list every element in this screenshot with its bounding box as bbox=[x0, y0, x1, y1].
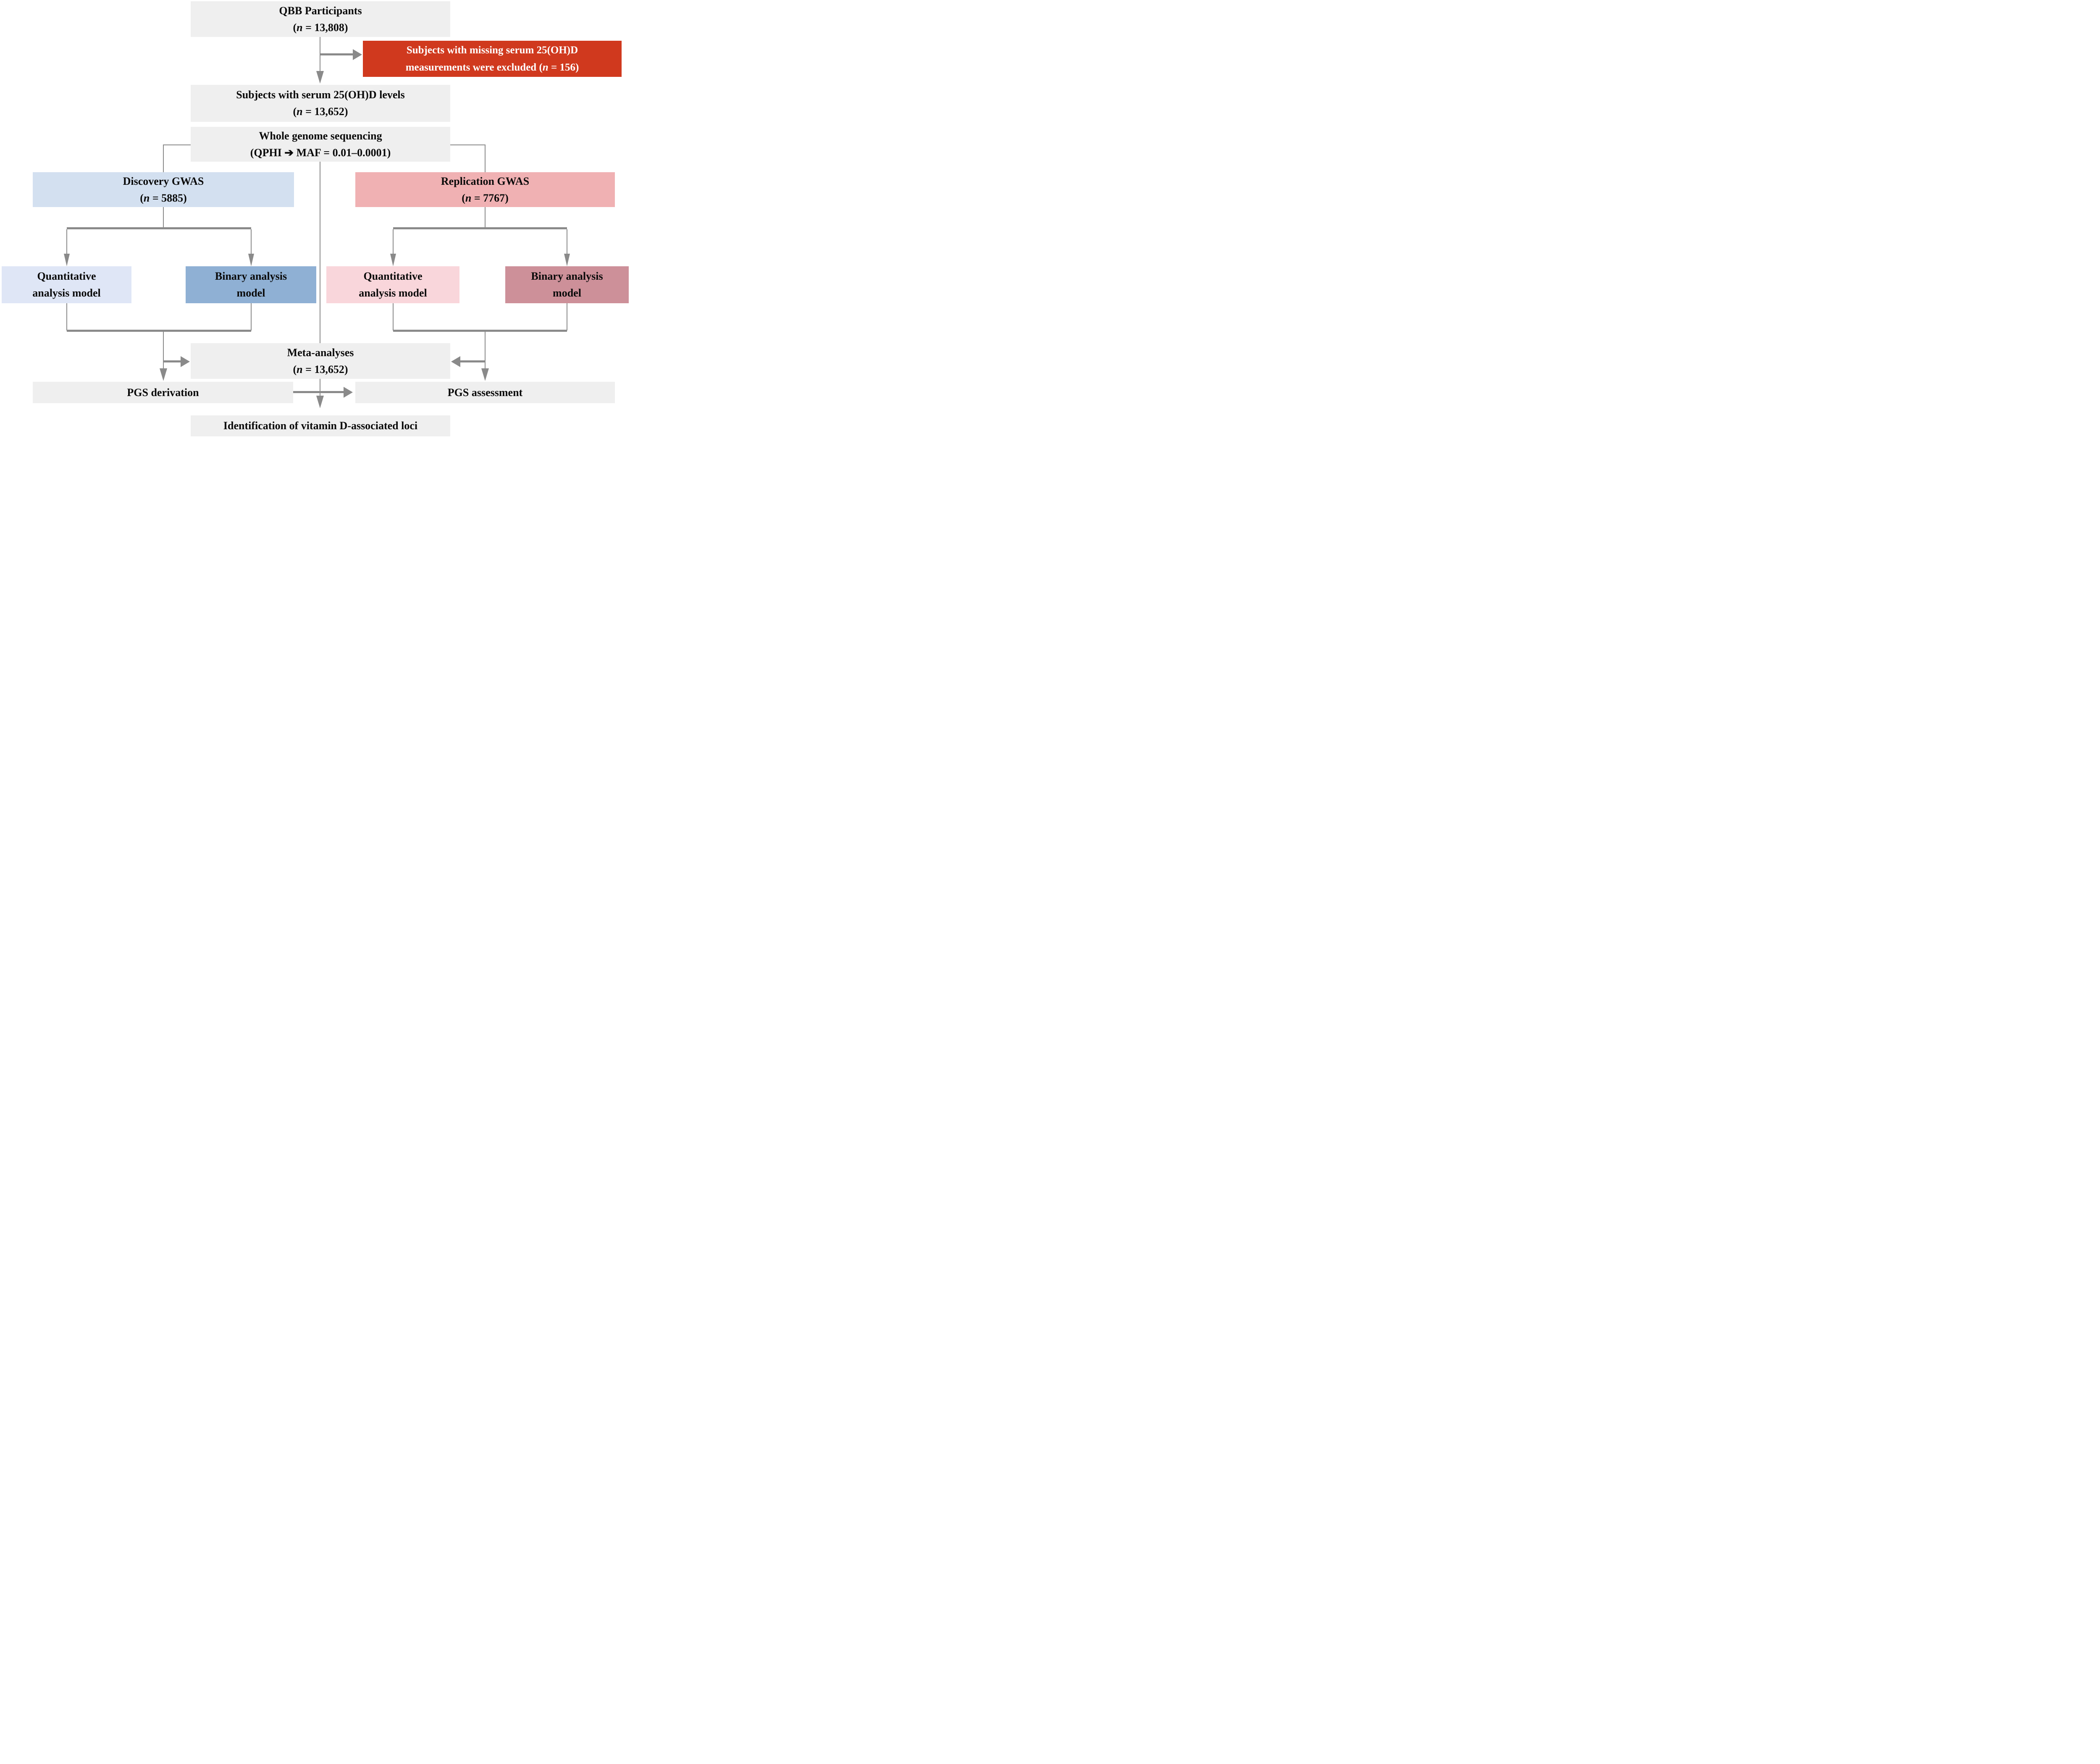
connector-quant-disc-down bbox=[66, 303, 67, 331]
node-title: Whole genome sequencing bbox=[259, 129, 382, 142]
connector-replication-down bbox=[485, 207, 486, 228]
node-subtitle: (QPHI ➔ MAF = 0.01–0.0001) bbox=[250, 146, 391, 159]
node-title: Subjects with serum 25(OH)D levels bbox=[236, 89, 405, 101]
n-value: = 13,808) bbox=[302, 21, 348, 34]
node-subtitle: analysis model bbox=[359, 287, 427, 299]
connector-to-quant-disc bbox=[66, 229, 67, 254]
node-title: QBB Participants bbox=[279, 4, 362, 17]
node-qbb-participants: QBB Participants (n = 13,808) bbox=[191, 1, 450, 37]
n-open: ( bbox=[293, 21, 297, 34]
n-open: ( bbox=[462, 192, 465, 204]
node-n-line: (n = 13,808) bbox=[293, 19, 348, 36]
flowchart-vitamin-d-gwas: QBB Participants (n = 13,808) Subjects w… bbox=[0, 0, 633, 441]
connector-qbb-to-excluded bbox=[320, 53, 353, 55]
node-title: Quantitative bbox=[37, 270, 96, 282]
node-quantitative-model-discovery: Quantitative analysis model bbox=[2, 266, 131, 303]
connector-quant-repl-down bbox=[393, 303, 394, 331]
node-title: Identification of vitamin D-associated l… bbox=[223, 420, 418, 432]
node-identification-loci: Identification of vitamin D-associated l… bbox=[191, 415, 450, 436]
connector-right-merge-down bbox=[485, 332, 486, 368]
connector-left-merge-down bbox=[163, 332, 164, 368]
connector-discovery-down bbox=[163, 207, 164, 228]
node-title: Subjects with missing serum 25(OH)D bbox=[406, 45, 578, 56]
n-open: ( bbox=[293, 363, 297, 375]
connector-left-to-meta bbox=[163, 360, 181, 362]
n-value: = 5885) bbox=[150, 192, 187, 204]
node-n-line: (n = 5885) bbox=[140, 190, 187, 207]
node-title: Discovery GWAS bbox=[123, 175, 204, 187]
node-subtitle: analysis model bbox=[32, 287, 101, 299]
node-whole-genome-sequencing: Whole genome sequencing (QPHI ➔ MAF = 0.… bbox=[191, 127, 450, 162]
arrowhead-down-binary-repl-icon bbox=[564, 254, 570, 266]
n-value: = 13,652) bbox=[302, 105, 348, 118]
node-binary-model-discovery: Binary analysis model bbox=[186, 266, 316, 303]
connector-to-binary-disc bbox=[251, 229, 252, 254]
node-title: Binary analysis bbox=[531, 270, 603, 282]
arrowhead-down-quant-disc-icon bbox=[64, 254, 70, 266]
arrowhead-down-binary-disc-icon bbox=[248, 254, 254, 266]
node-meta-analyses: Meta-analyses (n = 13,652) bbox=[191, 343, 450, 379]
arrowhead-left-to-meta-icon bbox=[451, 356, 460, 367]
node-discovery-gwas: Discovery GWAS (n = 5885) bbox=[33, 172, 294, 207]
n-symbol: n bbox=[542, 62, 549, 73]
arrowhead-down-to-identification-icon bbox=[316, 396, 324, 408]
connector-right-to-meta bbox=[460, 360, 485, 362]
node-subtitle: model bbox=[236, 287, 265, 299]
node-pgs-assessment: PGS assessment bbox=[355, 382, 615, 403]
connector-discovery-split-bar bbox=[67, 227, 251, 229]
arrowhead-right-to-pgs-assessment-icon bbox=[344, 387, 353, 398]
node-title: PGS assessment bbox=[447, 386, 523, 399]
n-open: ( bbox=[140, 192, 144, 204]
connector-wgs-right bbox=[450, 144, 485, 145]
node-title: PGS derivation bbox=[127, 386, 199, 399]
n-symbol: n bbox=[143, 192, 150, 204]
connector-down-to-replication bbox=[485, 144, 486, 172]
arrowhead-down-to-pgs-assessment-icon bbox=[481, 368, 489, 381]
node-quantitative-model-replication: Quantitative analysis model bbox=[326, 266, 459, 303]
node-n-line: measurements were excluded (n = 156) bbox=[406, 59, 579, 76]
arrowhead-down-quant-repl-icon bbox=[390, 254, 396, 266]
connector-to-quant-repl bbox=[393, 229, 394, 254]
n-value: = 156) bbox=[548, 62, 579, 73]
arrowhead-down-to-pgs-derivation-icon bbox=[160, 368, 167, 381]
node-n-line: (n = 13,652) bbox=[293, 103, 348, 120]
node-pgs-derivation: PGS derivation bbox=[33, 382, 293, 403]
node-excluded-subjects: Subjects with missing serum 25(OH)D meas… bbox=[363, 41, 622, 77]
node-title: Meta-analyses bbox=[287, 346, 354, 359]
node-title: Replication GWAS bbox=[441, 175, 530, 187]
connector-binary-disc-down bbox=[251, 303, 252, 331]
node-title: Binary analysis bbox=[215, 270, 287, 282]
connector-derivation-to-assessment bbox=[293, 391, 344, 393]
connector-wgs-left bbox=[163, 144, 191, 145]
node-title: Quantitative bbox=[363, 270, 423, 282]
n-symbol: n bbox=[297, 105, 303, 118]
connector-left-merge-bar bbox=[67, 330, 251, 332]
arrowhead-right-to-meta-icon bbox=[181, 356, 190, 367]
node-binary-model-replication: Binary analysis model bbox=[505, 266, 629, 303]
connector-right-merge-bar bbox=[393, 330, 567, 332]
connector-down-to-discovery bbox=[163, 144, 164, 172]
n-symbol: n bbox=[465, 192, 472, 204]
node-n-line: (n = 13,652) bbox=[293, 361, 348, 378]
arrowhead-right-to-excluded-icon bbox=[353, 49, 362, 60]
n-open: measurements were excluded ( bbox=[405, 62, 543, 73]
connector-replication-split-bar bbox=[393, 227, 567, 229]
n-symbol: n bbox=[297, 363, 303, 375]
arrowhead-down-to-serum-icon bbox=[316, 71, 324, 84]
node-n-line: (n = 7767) bbox=[462, 190, 509, 207]
n-value: = 13,652) bbox=[302, 363, 348, 375]
node-subtitle: model bbox=[553, 287, 581, 299]
n-open: ( bbox=[293, 105, 297, 118]
node-replication-gwas: Replication GWAS (n = 7767) bbox=[355, 172, 615, 207]
node-serum-subjects: Subjects with serum 25(OH)D levels (n = … bbox=[191, 85, 450, 122]
n-symbol: n bbox=[297, 21, 303, 34]
n-value: = 7767) bbox=[471, 192, 509, 204]
